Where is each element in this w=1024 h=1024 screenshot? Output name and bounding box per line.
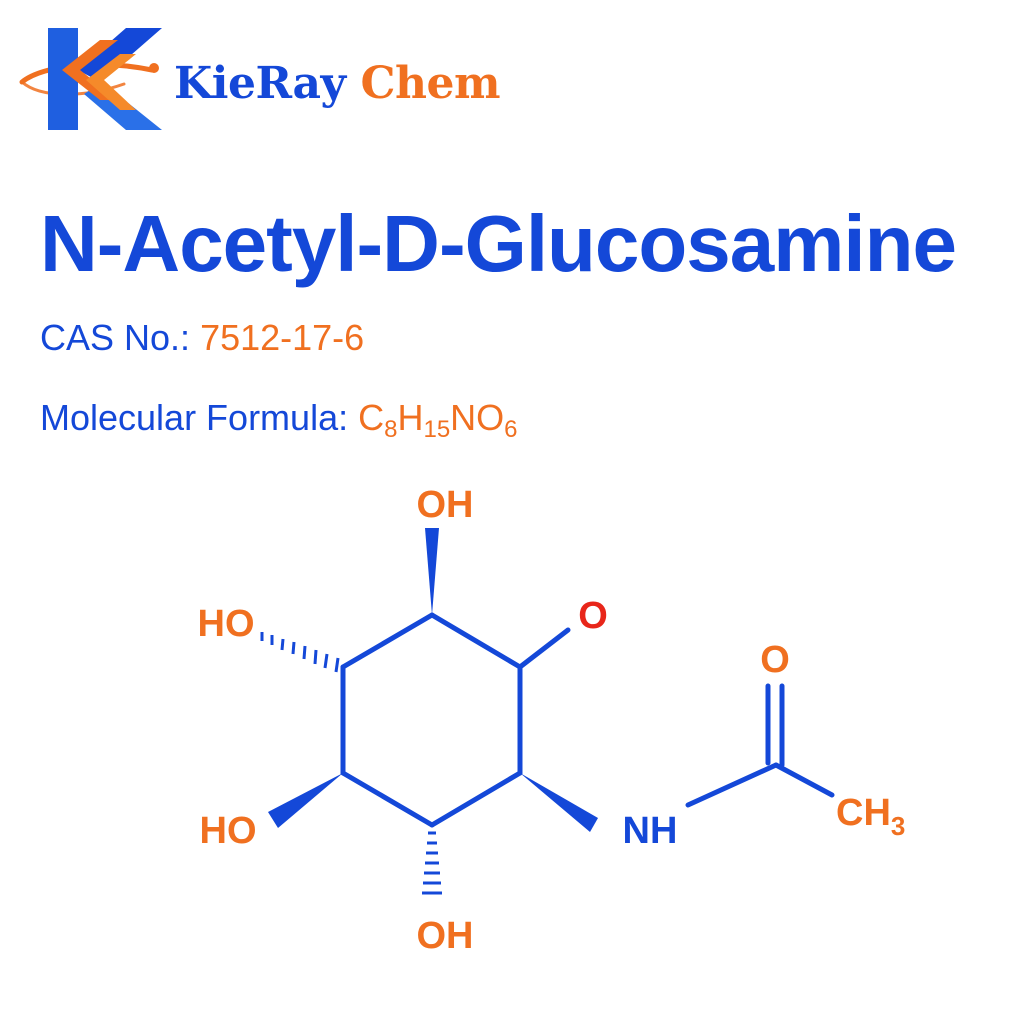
bond-to-ring-oxygen (517, 627, 571, 670)
cas-value: 7512-17-6 (200, 317, 365, 358)
ring-bonds (340, 612, 523, 828)
formula-o-count: 6 (504, 416, 518, 443)
formula-h: H (397, 397, 424, 438)
hash-bottom-oh (422, 831, 442, 895)
compound-title: N-Acetyl-D-Glucosamine (40, 199, 957, 288)
cas-line: CAS No.: 7512-17-6 (40, 316, 364, 360)
wedge-lower-left-ho (268, 773, 343, 828)
atom-ring-oxygen: O (578, 595, 608, 637)
ring-bond-top-right (429, 612, 523, 670)
atom-ho-lower-left: HO (200, 810, 257, 852)
ring-bond-bottom-right (429, 770, 523, 828)
bond-nh-carbonyl (685, 762, 779, 808)
atom-oh-bottom: OH (417, 915, 474, 957)
structure-diagram: OH HO O HO OH NH O CH3 (198, 484, 906, 957)
atom-methyl-ch: CH (836, 792, 891, 834)
formula-value: C8H15NO6 (358, 397, 517, 442)
cas-label: CAS No.: (40, 317, 191, 358)
wedge-top-oh (425, 528, 439, 615)
brand-name-part2: Chem (360, 58, 500, 109)
atom-carbonyl-o: O (760, 639, 790, 681)
bond-carbonyl-methyl (773, 762, 835, 798)
formula-h-count: 15 (423, 416, 451, 443)
brand-name-part1: KieRay (174, 58, 346, 109)
atom-methyl: CH3 (836, 792, 905, 841)
atom-oh-top: OH (417, 484, 474, 526)
ring-bond-top-left (340, 612, 435, 670)
wedge-nh (520, 773, 598, 832)
hash-upper-left-ho (260, 632, 340, 673)
kieray-k-logo-icon (19, 28, 162, 130)
formula-label: Molecular Formula: (40, 397, 349, 438)
brand-name: KieRay Chem (174, 58, 500, 110)
ring-bond-bottom-left (340, 770, 435, 828)
formula-c-count: 8 (384, 416, 398, 443)
formula-line: Molecular Formula: C8H15NO6 (40, 396, 518, 442)
formula-no: NO (450, 397, 505, 438)
atom-ho-upper-left: HO (198, 603, 255, 645)
atom-nh: NH (623, 810, 678, 852)
atom-methyl-sub: 3 (891, 811, 905, 841)
formula-c: C (358, 397, 385, 438)
